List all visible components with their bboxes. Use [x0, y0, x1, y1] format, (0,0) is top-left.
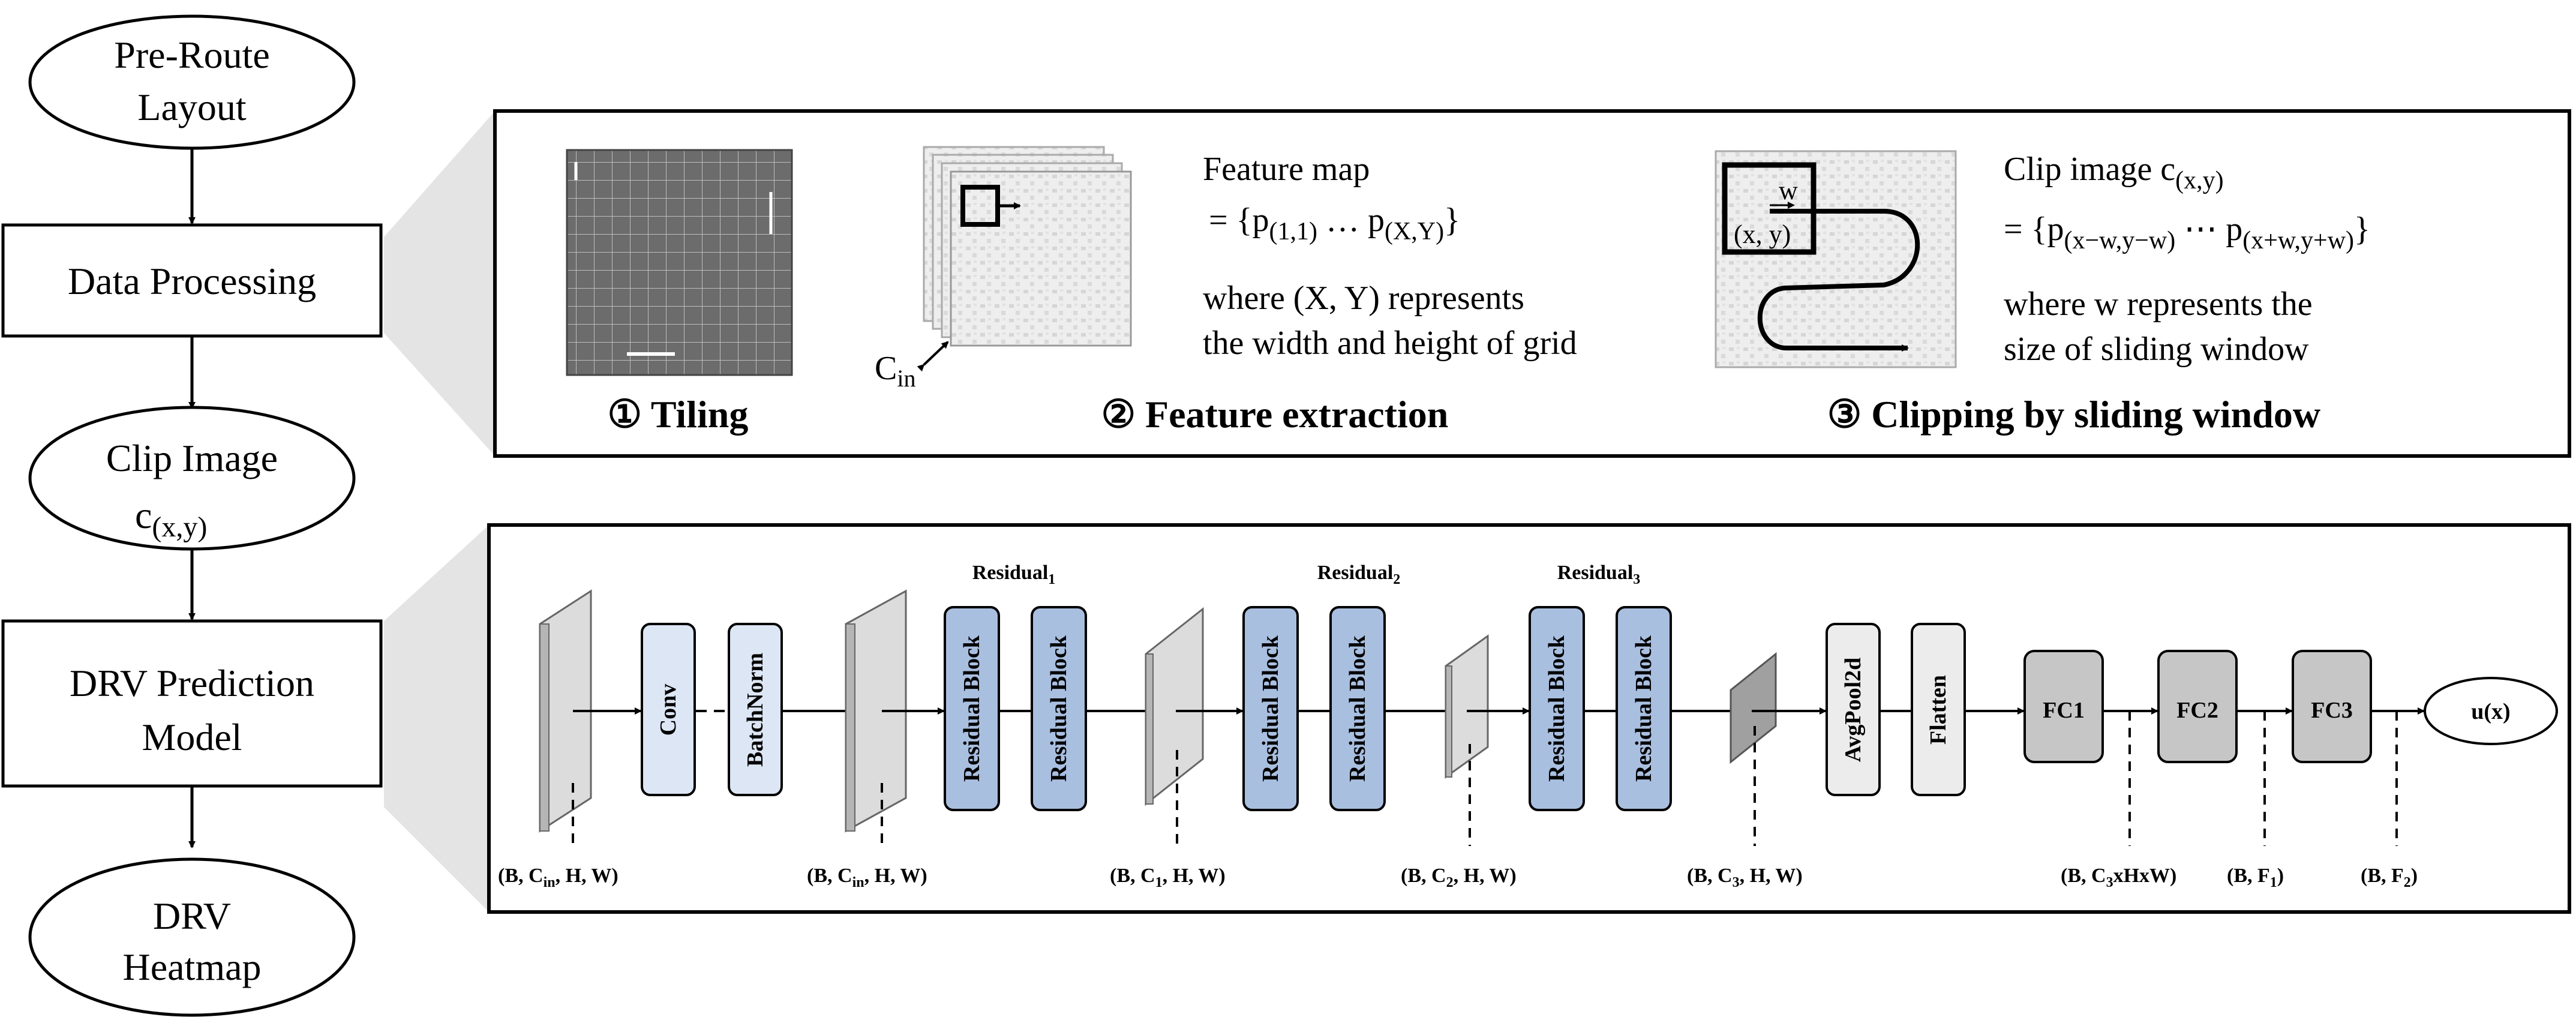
flow-node-data-processing: Data Processing — [1, 223, 383, 338]
step-feature-extraction-label: ② Feature extraction — [1101, 393, 1449, 436]
shape-dashed-lines — [572, 711, 2398, 846]
tensor-slab-1 — [539, 589, 592, 833]
avgpool-label: AvgPool2d — [1841, 658, 1866, 763]
drv-model-line2: Model — [142, 716, 242, 758]
processing-zoom-wedge — [384, 111, 495, 456]
flow-node-drv-model: DRV Prediction Model — [1, 619, 383, 788]
window-w-label: w — [1779, 176, 1798, 205]
shape-label-2: (B, Cin, H, W) — [807, 865, 927, 890]
drv-heatmap-line1: DRV — [153, 895, 231, 937]
tensor-slab-3 — [1145, 607, 1204, 806]
clipping-image — [1715, 150, 1957, 368]
pre-route-line2: Layout — [137, 86, 247, 128]
data-processing-label: Data Processing — [68, 260, 316, 302]
fc2-block: FC2 — [2157, 650, 2238, 763]
shape-label-1: (B, Cin, H, W) — [498, 865, 619, 890]
clip-desc-line2: size of sliding window — [2004, 331, 2309, 368]
flow-node-clip-image: Clip Image c(x,y) — [28, 406, 356, 551]
step-tiling-label: ① Tiling — [608, 393, 749, 436]
fc3-label: FC3 — [2311, 698, 2353, 723]
residual-block-1a: Residual Block — [944, 606, 1000, 811]
residual-group-label-3: Residual3 — [1557, 562, 1641, 587]
clip-image-equation: = {p(x−w,y−w) ⋯ p(x+w,y+w)} — [2004, 211, 2370, 254]
clip-image-line2: c(x,y) — [135, 494, 207, 543]
clip-image-line1: Clip Image — [106, 437, 278, 479]
drv-heatmap-line2: Heatmap — [123, 946, 262, 988]
fc1-block: FC1 — [2023, 650, 2104, 763]
data-processing-panel — [493, 109, 2571, 458]
conv-block: Conv — [641, 623, 696, 796]
batchnorm-label: BatchNorm — [743, 653, 768, 767]
residual-block-2a: Residual Block — [1242, 606, 1299, 811]
avgpool-block: AvgPool2d — [1826, 623, 1881, 796]
residual-group-label-1: Residual1 — [972, 562, 1056, 587]
tensor-slab-4 — [1445, 634, 1489, 779]
shape-label-4: (B, C2, H, W) — [1401, 865, 1517, 890]
feature-desc-line1: where (X, Y) represents — [1203, 280, 1524, 317]
cin-depth-arrow — [917, 341, 949, 372]
residual-block-2b: Residual Block — [1329, 606, 1386, 811]
clip-desc-line1: where w represents the — [2004, 286, 2313, 323]
residual-block-2b-label: Residual Block — [1345, 635, 1370, 782]
flow-node-pre-route: Pre-Route Layout — [28, 14, 356, 150]
shape-label-3: (B, C1, H, W) — [1110, 865, 1226, 890]
flatten-label: Flatten — [1926, 675, 1951, 745]
fc3-block: FC3 — [2292, 650, 2372, 763]
feature-map-equation: = {p(1,1) … p(X,Y)} — [1209, 202, 1460, 245]
model-zoom-wedge — [384, 525, 489, 912]
pre-route-line1: Pre-Route — [114, 34, 270, 76]
step-clipping-label: ③ Clipping by sliding window — [1827, 393, 2320, 436]
residual-block-2a-label: Residual Block — [1258, 635, 1283, 782]
output-label: u(x) — [2471, 699, 2510, 724]
conv-label: Conv — [656, 684, 681, 736]
residual-block-1b-label: Residual Block — [1046, 635, 1071, 782]
flow-node-drv-heatmap: DRV Heatmap — [28, 857, 356, 1017]
flatten-block: Flatten — [1911, 623, 1966, 796]
residual-block-3a: Residual Block — [1529, 606, 1585, 811]
residual-block-3b: Residual Block — [1616, 606, 1672, 811]
tiling-image — [566, 149, 793, 376]
shape-label-6: (B, C3xHxW) — [2061, 865, 2176, 890]
tensor-shape-labels: (B, Cin, H, W) (B, Cin, H, W) (B, C1, H,… — [498, 865, 2418, 890]
residual-block-1b: Residual Block — [1031, 606, 1087, 811]
fc2-label: FC2 — [2176, 698, 2218, 723]
feature-map-stack — [923, 146, 1132, 347]
shape-label-8: (B, F2) — [2361, 865, 2418, 890]
drv-model-line1: DRV Prediction — [70, 662, 314, 704]
tensor-slab-5 — [1730, 652, 1777, 764]
shape-label-5: (B, C3, H, W) — [1687, 865, 1803, 890]
feature-desc-line2: the width and height of grid — [1203, 325, 1577, 362]
residual-block-1a-label: Residual Block — [959, 635, 984, 782]
window-xy-label: (x, y) — [1734, 220, 1791, 249]
tensor-slab-2 — [845, 589, 907, 833]
feature-map-title: Feature map — [1203, 151, 1370, 188]
residual-block-3b-label: Residual Block — [1631, 635, 1656, 782]
batchnorm-block: BatchNorm — [728, 623, 783, 796]
shape-label-7: (B, F1) — [2227, 865, 2284, 890]
fc1-label: FC1 — [2043, 698, 2085, 723]
output-node: u(x) — [2424, 677, 2558, 745]
clip-image-title: Clip image c(x,y) — [2004, 151, 2224, 194]
cin-label: Cin — [875, 350, 915, 392]
residual-block-3a-label: Residual Block — [1544, 635, 1569, 782]
residual-group-label-2: Residual2 — [1317, 562, 1401, 587]
